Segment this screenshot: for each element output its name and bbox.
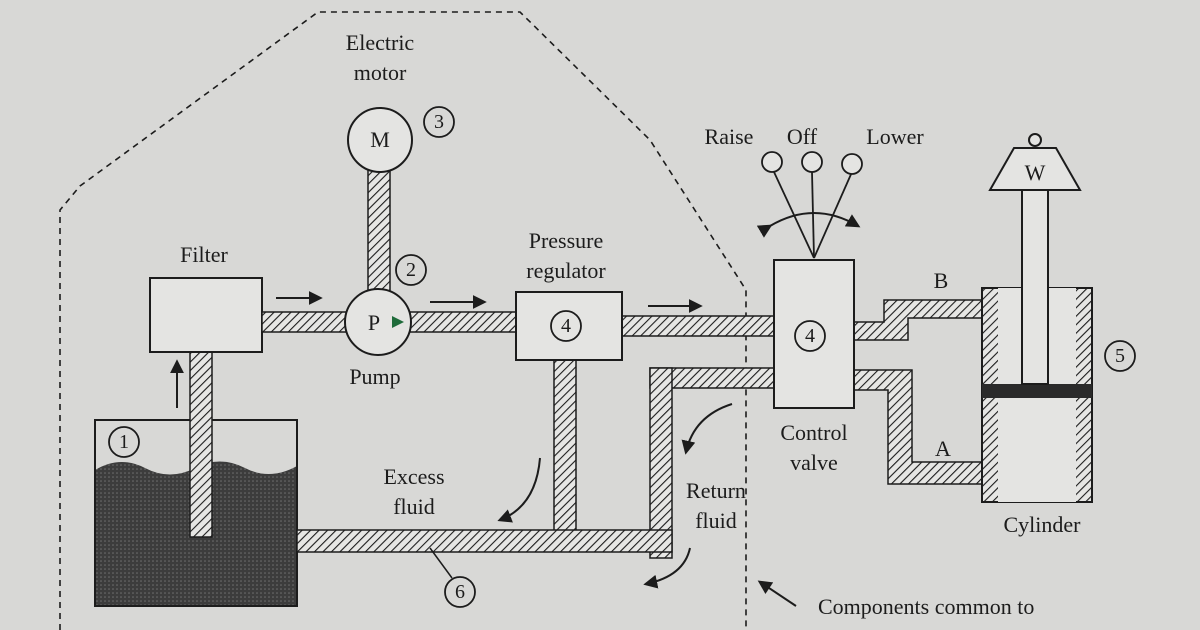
callout-circles <box>108 106 1136 608</box>
pipe-filter-pump <box>261 311 351 333</box>
port-b-label: B <box>933 268 949 293</box>
suction-pipe <box>189 351 213 538</box>
pipe-pump-regulator <box>409 311 517 333</box>
electric-motor-label-line1: Electric <box>345 30 415 55</box>
valve-swing-arrow <box>756 212 861 238</box>
valve-handle <box>761 151 863 259</box>
weight-hook <box>1028 133 1042 147</box>
off-label: Off <box>786 124 818 149</box>
pipe-motor-pump <box>367 169 391 293</box>
components-common-label: Components common to <box>818 594 1035 619</box>
control-valve-label-line1: Control <box>780 420 848 445</box>
return-line <box>296 529 673 553</box>
control-valve-box <box>773 259 855 409</box>
excess-fluid-label-line2: fluid <box>393 494 435 519</box>
return-pipe-vertical <box>649 367 673 559</box>
cylinder-body <box>981 287 1093 503</box>
filter-box <box>149 277 263 353</box>
pressure-regulator-label-line2: regulator <box>526 258 606 283</box>
cylinder-label: Cylinder <box>1003 512 1081 537</box>
pump-symbol: P <box>367 310 381 335</box>
motor-symbol: M <box>370 127 390 152</box>
callout-2: 2 <box>406 259 416 281</box>
control-valve-label-line2: valve <box>790 450 838 475</box>
common-components-boundary <box>59 11 747 630</box>
callout-4-valve: 4 <box>805 325 815 347</box>
callout-6-leader <box>429 547 453 579</box>
lower-label: Lower <box>866 124 924 149</box>
callout-5: 5 <box>1115 345 1125 367</box>
pump-body <box>344 288 412 356</box>
callout-6: 6 <box>455 581 465 603</box>
piston-rod <box>1021 183 1049 385</box>
callout-4-regulator: 4 <box>561 315 571 337</box>
electric-motor <box>347 107 413 173</box>
pipe-regulator-valve <box>621 315 775 337</box>
weight-symbol: W <box>1024 160 1046 185</box>
callout-3: 3 <box>434 111 444 133</box>
pump-direction-arrow <box>392 316 404 328</box>
port-a-label: A <box>935 436 951 461</box>
pump-label: Pump <box>349 364 401 389</box>
filter-label: Filter <box>180 242 228 267</box>
return-fluid-label-line1: Return <box>686 478 746 503</box>
electric-motor-label-line2: motor <box>353 60 407 85</box>
pipe-to-port-a <box>853 369 983 485</box>
return-fluid-label-line2: fluid <box>695 508 737 533</box>
load-weight <box>988 147 1082 191</box>
flow-arrows <box>170 291 797 607</box>
pipe-regulator-excess <box>553 359 577 539</box>
pressure-regulator-label-line1: Pressure <box>528 228 604 253</box>
callout-1: 1 <box>119 431 129 453</box>
excess-fluid-label-line1: Excess <box>383 464 445 489</box>
pipe-to-port-b <box>853 299 983 341</box>
raise-label: Raise <box>704 124 754 149</box>
pressure-regulator-box <box>515 291 623 361</box>
